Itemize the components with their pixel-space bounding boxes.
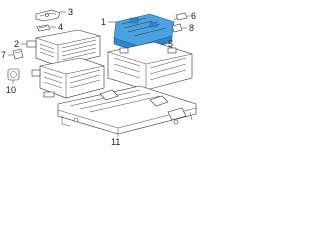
part-10-fitting: [7, 68, 20, 81]
callout-5: 5: [168, 39, 173, 49]
part-2-upper-module: [26, 29, 101, 67]
callout-2: 2: [14, 39, 19, 49]
part-5-lower-module: [107, 41, 193, 91]
callout-8: 8: [189, 23, 194, 33]
part-9-mid-module: [31, 57, 105, 99]
callout-4: 4: [58, 22, 63, 32]
part-7-side-connector: [12, 48, 24, 60]
part-6-connector: [173, 12, 188, 21]
callout-3: 3: [68, 7, 73, 17]
part-11-cradle: [57, 85, 197, 135]
callout-10: 10: [6, 85, 16, 95]
parts-diagram: 3 4 2 7 10 1: [1, 7, 197, 147]
part-4-connector: [36, 24, 51, 32]
callout-11: 11: [111, 137, 120, 147]
part-8-plug: [171, 23, 183, 33]
part-3-bracket: [35, 9, 61, 22]
callout-1: 1: [101, 17, 106, 27]
callout-6: 6: [191, 11, 196, 21]
callout-7: 7: [1, 50, 6, 60]
